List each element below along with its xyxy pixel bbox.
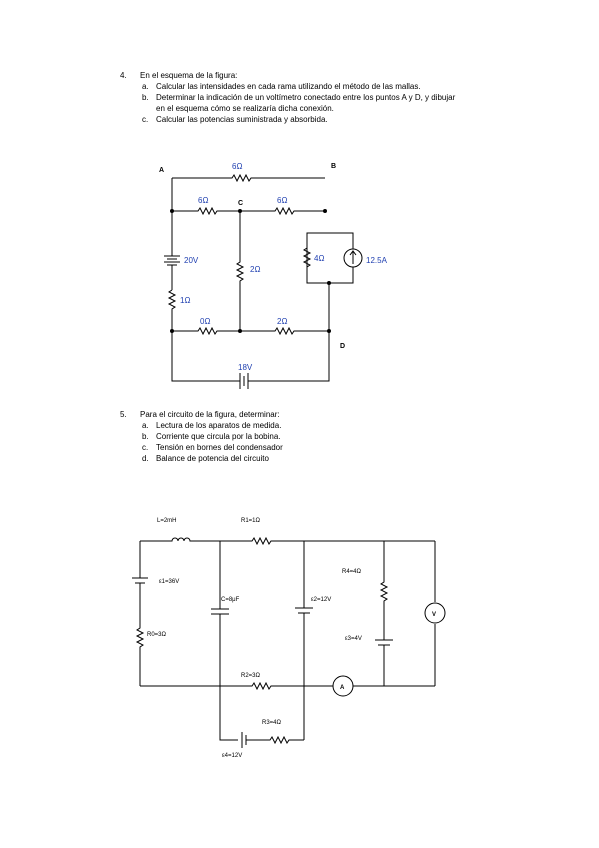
label-e3: ε3=4V: [345, 636, 362, 642]
label-r3: R3=4Ω: [262, 720, 282, 726]
label-r-bottom-left: 0Ω: [200, 317, 210, 326]
label-inductor: L=2mH: [157, 518, 177, 524]
battery-18v: [171, 331, 330, 389]
upper-branch-wire: [172, 206, 325, 216]
label-r2: R2=3Ω: [241, 673, 261, 679]
ammeter-label: A: [340, 685, 345, 691]
node-label-c: C: [238, 200, 243, 207]
problem-intro: Para el circuito de la figura, determina…: [140, 410, 280, 419]
label-r4: R4=4Ω: [342, 569, 362, 575]
e2-branch: [295, 541, 313, 740]
problem-intro: En el esquema de la figura:: [140, 71, 238, 80]
label-r-left: 1Ω: [180, 296, 190, 305]
voltmeter-label: V: [432, 612, 436, 618]
voltmeter-icon: [424, 602, 446, 624]
r4-e3-branch: [375, 541, 393, 686]
label-r1: R1=1Ω: [241, 518, 261, 524]
bottom-wire-r2-ammeter: [140, 681, 435, 691]
label-v-left: 20V: [184, 256, 199, 265]
arrow-up-icon: [349, 250, 357, 264]
list-item: a.Lectura de los aparatos de medida.: [142, 421, 282, 430]
list-item: b.Determinar la indicación de un voltíme…: [142, 93, 456, 102]
list-item: b.Corriente que circula por la bobina.: [142, 432, 281, 441]
label-r0: R0=3Ω: [147, 632, 167, 638]
label-r-middle: 2Ω: [250, 265, 260, 274]
label-r-upper-right: 6Ω: [277, 196, 287, 205]
junction-dots: [170, 209, 331, 333]
label-e1: ε1=36V: [159, 579, 179, 585]
label-v-bottom: 18V: [238, 363, 253, 372]
problem-4: 4. En el esquema de la figura: a.Calcular…: [120, 70, 455, 125]
node-label-b: B: [331, 163, 336, 170]
top-wire-inductor-r1: [140, 536, 435, 546]
problem-5: 5. Para el circuito de la figura, determi…: [120, 409, 283, 464]
resistor-top-wire: [172, 173, 325, 183]
label-r-upper-left: 6Ω: [198, 196, 208, 205]
label-r-bottom-right: 2Ω: [277, 317, 287, 326]
node-label-a: A: [159, 167, 164, 174]
ammeter-icon: [332, 675, 354, 697]
right-loop-wire: [306, 232, 354, 284]
resistor-1ohm: [167, 289, 177, 331]
problem-number: 4.: [120, 71, 127, 80]
bottom-loop-e4-r3: [219, 686, 304, 748]
resistor-4ohm: [302, 247, 312, 268]
list-item: d.Balance de potencia del circuito: [142, 454, 269, 463]
label-r-right: 4Ω: [314, 254, 324, 263]
node-label-d: D: [340, 343, 345, 350]
list-item-continuation: en el esquema cómo se realizaría dicha c…: [156, 104, 334, 113]
label-e4: ε4=12V: [222, 753, 242, 759]
capacitor-branch: [211, 541, 229, 686]
list-item: c.Calcular las potencias suministrada y …: [142, 115, 328, 124]
bottom-branch-wire: [172, 326, 329, 336]
battery-20v: [164, 253, 180, 290]
list-item: c.Tensión en bornes del condensador: [142, 443, 283, 452]
middle-branch-wire: [235, 211, 245, 331]
list-item: a.Calcular las intensidades en cada rama…: [142, 82, 421, 91]
left-branch-e1-r0: [132, 541, 148, 686]
label-r-top: 6Ω: [232, 162, 242, 171]
label-capacitor: C=8μF: [221, 597, 240, 603]
label-i-source: 12.5A: [366, 256, 388, 265]
label-e2: ε2=12V: [311, 597, 331, 603]
problem-number: 5.: [120, 410, 127, 419]
